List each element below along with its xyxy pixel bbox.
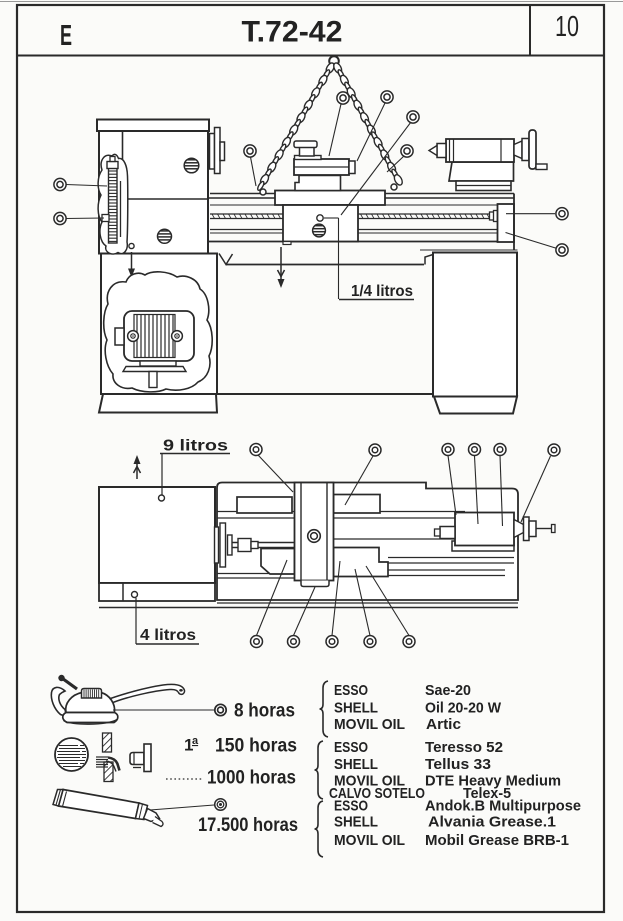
svg-text:ESSO: ESSO bbox=[334, 682, 368, 699]
svg-text:Artic: Artic bbox=[426, 716, 461, 733]
svg-text:Mobil Grease BRB-1: Mobil Grease BRB-1 bbox=[425, 832, 569, 849]
svg-text:ESSO: ESSO bbox=[334, 739, 368, 756]
svg-text:MOVIL OIL: MOVIL OIL bbox=[334, 773, 405, 790]
svg-text:a: a bbox=[192, 735, 199, 747]
svg-text:MOVIL OIL: MOVIL OIL bbox=[334, 832, 405, 849]
svg-text:MOVIL OIL: MOVIL OIL bbox=[334, 716, 405, 733]
svg-text:Alvania Grease.1: Alvania Grease.1 bbox=[428, 814, 556, 831]
svg-text:9 litros: 9 litros bbox=[163, 438, 228, 455]
svg-text:Teresso 52: Teresso 52 bbox=[425, 739, 503, 756]
svg-text:DTE Heavy Medium: DTE Heavy Medium bbox=[425, 773, 561, 790]
svg-text:10: 10 bbox=[555, 11, 579, 43]
svg-text:1/4 litros: 1/4 litros bbox=[351, 283, 413, 300]
svg-text:SHELL: SHELL bbox=[334, 814, 378, 831]
svg-text:ESSO: ESSO bbox=[334, 798, 368, 815]
svg-text:1: 1 bbox=[184, 736, 193, 755]
svg-text:SHELL: SHELL bbox=[334, 756, 378, 773]
svg-text:17.500 horas: 17.500 horas bbox=[198, 815, 298, 836]
svg-text:1000 horas: 1000 horas bbox=[207, 768, 296, 789]
svg-text:Telex-5: Telex-5 bbox=[463, 785, 511, 802]
svg-text:150 horas: 150 horas bbox=[215, 736, 297, 757]
svg-text:4 litros: 4 litros bbox=[140, 627, 196, 644]
svg-text:Tellus 33: Tellus 33 bbox=[425, 756, 491, 773]
svg-text:CALVO SOTELO: CALVO SOTELO bbox=[329, 785, 425, 802]
svg-text:Oil 20-20 W: Oil 20-20 W bbox=[425, 700, 502, 717]
svg-text:T.72-42: T.72-42 bbox=[242, 16, 343, 49]
svg-text:8 horas: 8 horas bbox=[234, 701, 295, 722]
svg-text:SHELL: SHELL bbox=[334, 700, 378, 717]
svg-text:E: E bbox=[60, 20, 72, 52]
svg-text:Andok.B Multipurpose: Andok.B Multipurpose bbox=[425, 798, 581, 815]
svg-text:Sae-20: Sae-20 bbox=[425, 682, 471, 699]
